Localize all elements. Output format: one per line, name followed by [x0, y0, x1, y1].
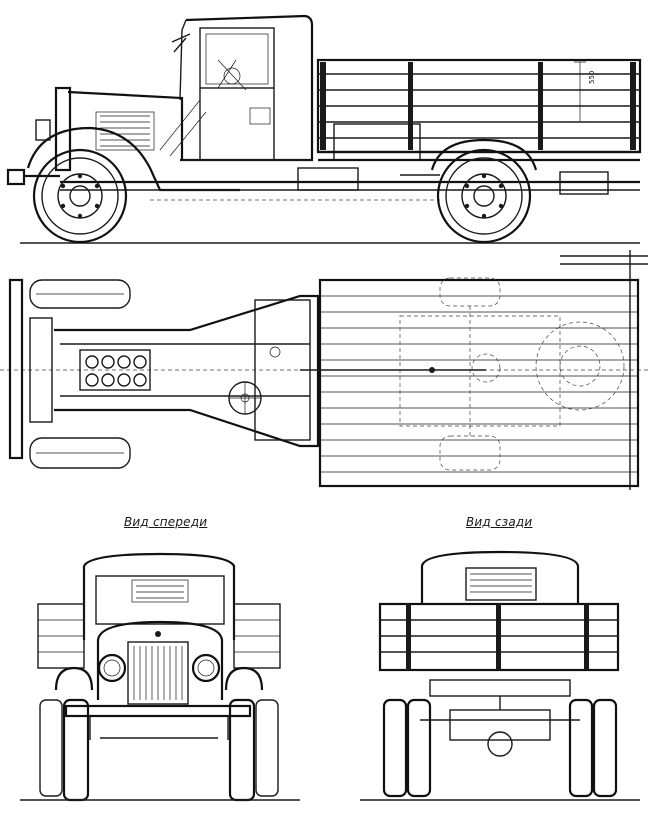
rear-view [360, 550, 640, 801]
side-front-fender [6, 119, 240, 192]
side-cab [171, 14, 314, 162]
side-rear-wheel [430, 138, 538, 244]
plan-bumper [8, 278, 24, 460]
rear-view-caption: Вид сзади [466, 515, 533, 529]
front-radiator-grille [127, 641, 189, 705]
plan-chassis [29, 294, 320, 448]
plan-view [0, 250, 650, 490]
side-frame [60, 167, 640, 201]
front-headlight-left [97, 653, 127, 683]
side-cargo-bed [316, 58, 642, 162]
front-view [20, 552, 300, 802]
dimension-label: 550 [588, 70, 596, 84]
plan-rear-axle [300, 277, 625, 471]
side-front-wheel [32, 148, 128, 244]
plan-front-wheels [29, 279, 131, 469]
front-headlight-right [191, 653, 221, 683]
front-view-caption: Вид спереди [124, 515, 208, 529]
plan-cargo-floor [318, 250, 648, 490]
side-hood [54, 86, 207, 172]
side-view [6, 14, 642, 244]
